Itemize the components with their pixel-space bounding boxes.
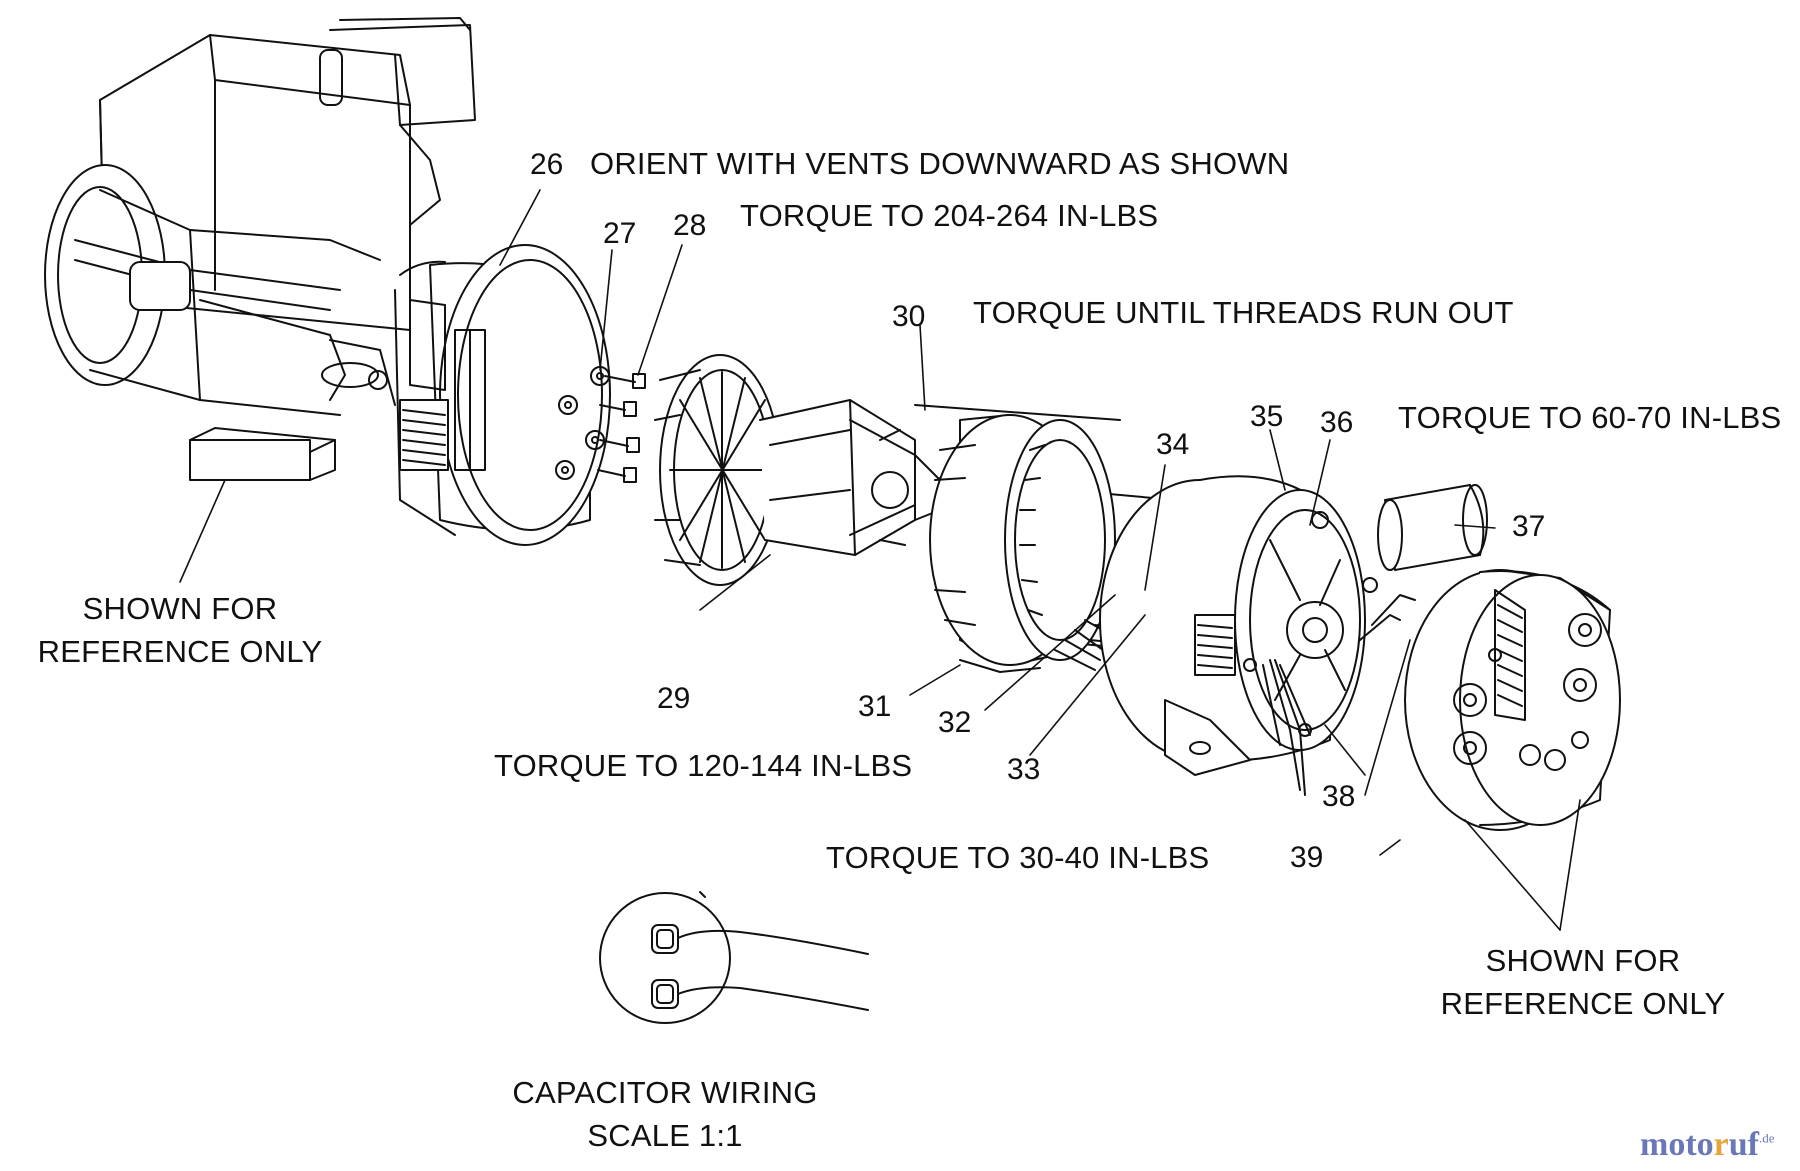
capacitor [1359, 484, 1488, 641]
part-number-39: 39 [1290, 841, 1324, 874]
note-torque-30-40: TORQUE TO 30-40 IN-LBS [826, 840, 1210, 875]
note-torque-120-144: TORQUE TO 120-144 IN-LBS [494, 748, 913, 783]
part-number-27: 27 [603, 217, 637, 250]
note-orient-vents: ORIENT WITH VENTS DOWNWARD AS SHOWN [590, 146, 1290, 181]
watermark-suffix: .de [1758, 1130, 1775, 1146]
capacitor-wiring-label: CAPACITOR WIRING SCALE 1:1 [498, 1072, 832, 1158]
reference-left-line1: SHOWN FOR [82, 591, 278, 626]
part-number-28: 28 [673, 209, 707, 242]
mounting-bolts [597, 373, 646, 483]
part-number-34: 34 [1156, 428, 1190, 461]
engine-adapter [394, 244, 611, 546]
reference-label-left: SHOWN FOR REFERENCE ONLY [30, 588, 330, 674]
watermark-part2: uf [1728, 1126, 1759, 1163]
note-torque-60-70: TORQUE TO 60-70 IN-LBS [1398, 400, 1782, 435]
part-number-36: 36 [1320, 406, 1354, 439]
reference-left-line2: REFERENCE ONLY [37, 633, 323, 669]
part-number-38: 38 [1322, 780, 1356, 813]
capacitor-label-line1: CAPACITOR WIRING [512, 1075, 818, 1110]
part-number-30: 30 [892, 300, 926, 333]
part-number-35: 35 [1250, 400, 1284, 433]
end-bell [1099, 475, 1378, 796]
part-number-32: 32 [938, 706, 972, 739]
watermark-accent: r [1713, 1126, 1729, 1163]
part-number-26: 26 [530, 148, 564, 181]
part-number-33: 33 [1007, 753, 1041, 786]
leader-lines [179, 189, 1581, 931]
reference-right-line2: REFERENCE ONLY [1440, 985, 1726, 1021]
rotor-fan [654, 354, 971, 586]
stator [929, 414, 1116, 673]
outlet-panel [1404, 569, 1621, 831]
watermark-part1: moto [1640, 1126, 1714, 1163]
engine-housing [44, 17, 476, 481]
capacitor-label-line2: SCALE 1:1 [587, 1117, 743, 1153]
capacitor-wiring-inset [599, 891, 869, 1024]
note-torque-until-threads: TORQUE UNTIL THREADS RUN OUT [973, 295, 1514, 330]
reference-label-right: SHOWN FOR REFERENCE ONLY [1433, 940, 1733, 1026]
part-number-37: 37 [1512, 510, 1546, 543]
note-torque-204-264: TORQUE TO 204-264 IN-LBS [740, 198, 1159, 233]
watermark-logo: motoruf.de [1640, 1128, 1775, 1162]
part-number-29: 29 [657, 682, 691, 715]
reference-right-line1: SHOWN FOR [1485, 943, 1681, 978]
part-number-31: 31 [858, 690, 892, 723]
